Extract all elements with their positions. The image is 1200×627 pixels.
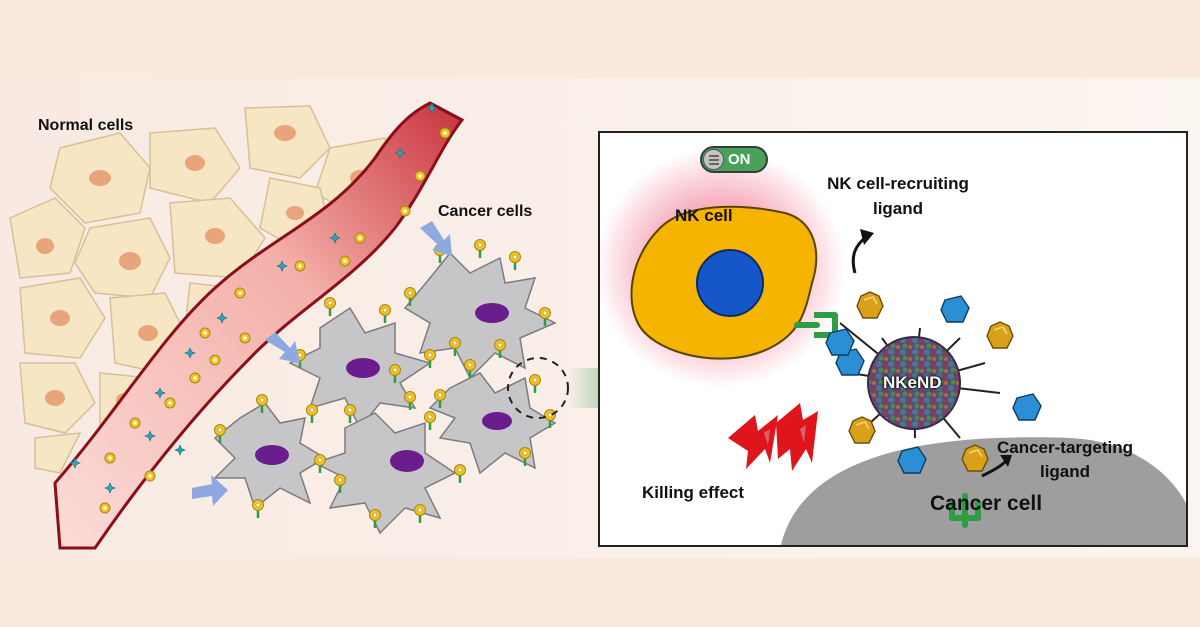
mechanism-illustration — [600, 148, 1186, 545]
figure: Normal cells Cancer cells — [0, 78, 1200, 558]
nk-cell-nucleus — [696, 249, 764, 317]
blue-ligand-icon — [825, 328, 855, 356]
zoomed-mechanism-panel: ON NK cell NK cell-recruiting ligand NKe… — [598, 131, 1188, 547]
nk-ligand-label: NK cell-recruiting ligand — [798, 171, 998, 221]
killing-effect-label: Killing effect — [642, 483, 745, 502]
normal-cell — [9, 197, 86, 279]
blue-ligand-icon — [1012, 393, 1042, 421]
lightning-bolt-icon — [728, 403, 818, 471]
blood-vessel — [53, 101, 465, 550]
normal-cell — [244, 105, 331, 179]
nanoparticle-label: NKeND — [883, 373, 942, 392]
cancer-cell-shape — [781, 437, 1186, 545]
normal-cell — [34, 432, 82, 474]
gold-ligand-icon — [848, 416, 876, 444]
blue-arrow-icon — [420, 221, 452, 256]
cancer-cell-label: Cancer cell — [930, 492, 1043, 515]
gold-ligand-icon — [986, 321, 1014, 349]
blue-arrow-icon — [192, 475, 228, 506]
normal-cells-label: Normal cells — [38, 117, 134, 134]
nanoparticle-core — [867, 336, 961, 430]
curved-arrow-icon — [981, 459, 1008, 478]
toggle-switch-icon: ON — [700, 146, 768, 173]
cancer-cell-nuclei — [255, 303, 512, 472]
cancer-ligand-label: Cancer-targeting ligand — [980, 436, 1150, 484]
blue-ligand-icon — [940, 295, 970, 323]
nk-receptor-icon — [794, 312, 838, 338]
blue-arrow-icon — [265, 332, 300, 363]
cancer-ligand-line1: Cancer-targeting — [996, 438, 1134, 457]
nk-cell-label: NK cell — [675, 206, 733, 225]
toggle-knob — [703, 149, 724, 170]
cancer-cells-label: Cancer cells — [438, 203, 533, 220]
cancer-ligand-line2: ligand — [1039, 462, 1091, 481]
gold-ligand-icon — [856, 291, 884, 319]
toggle-label: ON — [728, 151, 751, 168]
cancer-receptor-icon — [949, 493, 981, 528]
nk-ligand-line1: NK cell-recruiting — [827, 174, 969, 193]
arrow-icons — [192, 221, 452, 506]
nk-ligand-line2: ligand — [872, 199, 924, 218]
